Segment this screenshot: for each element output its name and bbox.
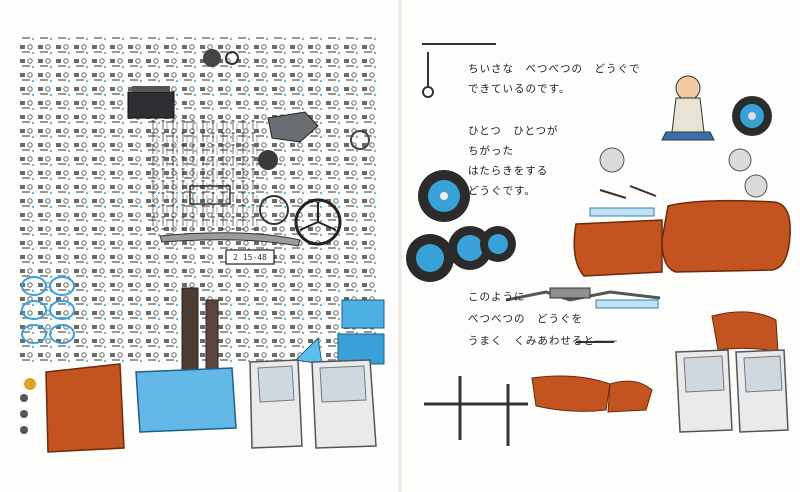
right-page-drawing	[406, 43, 791, 446]
hubcap-wheel	[732, 96, 772, 136]
story-line-6: どうぐです。	[468, 185, 537, 197]
transmission	[267, 111, 319, 143]
bolts-field	[150, 120, 260, 230]
vent-glass	[294, 336, 323, 365]
story-line-2: できているのです。	[468, 83, 571, 95]
story-line-5: はたらきをする	[468, 165, 549, 177]
story-line-8: べつべつの どうぐを	[468, 313, 583, 325]
hubcap	[599, 147, 625, 173]
book-gutter	[398, 0, 402, 492]
chassis-frame	[424, 376, 528, 446]
gears	[20, 394, 28, 434]
story-line-9: うまく くみあわせると――	[468, 335, 618, 347]
dial	[259, 195, 289, 225]
orange-roof-panel	[661, 199, 791, 273]
license-plate-number: 2 15-48	[233, 253, 267, 262]
story-line-7: このように	[468, 291, 526, 303]
hand-tools	[576, 185, 657, 343]
flywheel	[258, 150, 278, 170]
tires	[406, 170, 516, 282]
jack-stand	[422, 43, 496, 98]
car-parts-drawing: 2 15-48	[20, 36, 385, 453]
orange-fender	[711, 311, 779, 353]
orange-body-panel	[45, 363, 125, 453]
left-page-parts-illustration: 2 15-48	[20, 36, 385, 453]
story-line-3: ひとつ ひとつが	[468, 125, 559, 137]
grille	[189, 185, 231, 205]
windshield	[135, 367, 237, 433]
bumper	[159, 232, 301, 247]
headlamps-stack	[21, 276, 75, 344]
window-glass	[341, 299, 385, 329]
orange-fender-lower	[531, 375, 611, 412]
right-page-illustration	[400, 0, 800, 492]
steering-wheel	[294, 198, 342, 246]
orange-hood-panel	[573, 219, 663, 277]
crying-boy	[661, 75, 715, 141]
story-line-4: ちがった	[468, 145, 514, 157]
engine-block	[127, 91, 175, 119]
exhaust-pipe	[505, 290, 661, 302]
story-line-1: ちいさな べつべつの どうぐで	[468, 63, 641, 75]
trim-strip	[595, 299, 659, 309]
yellow-part	[24, 378, 36, 390]
license-plate: 2 15-48	[225, 249, 275, 265]
